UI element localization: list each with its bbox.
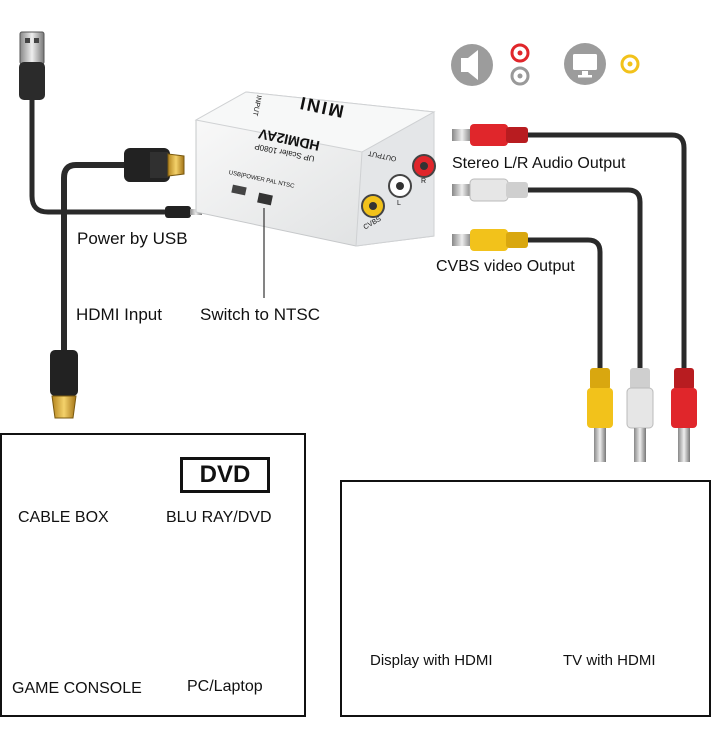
audio-output-label: Stereo L/R Audio Output (452, 155, 626, 172)
power-label: Power by USB (77, 229, 188, 248)
audio-red-cable (522, 132, 687, 373)
hdmi-input-label: HDMI Input (76, 305, 162, 324)
video-output-label: CVBS video Output (436, 258, 575, 275)
hdmi-cable (61, 162, 131, 353)
display-label: Display with HDMI (370, 652, 493, 669)
adapter-jack-l: L (397, 200, 401, 207)
adapter-jack-r: R (421, 178, 427, 185)
adapter-rca-jacks (361, 154, 436, 218)
rca-plug-red-h (452, 124, 528, 146)
cable-box-label: CABLE BOX (18, 509, 109, 526)
pc-label: PC/Laptop (187, 678, 263, 695)
dvd-logo: DVD (180, 457, 270, 493)
rca-plug-red-v (671, 368, 697, 462)
hdmi-plug-bottom (50, 350, 78, 419)
usb-cable (29, 95, 173, 215)
monitor-icon (564, 43, 606, 85)
rca-plug-white-v (626, 368, 654, 462)
outputs-panel (340, 480, 711, 717)
rca-plug-yellow-h (452, 229, 528, 251)
game-console-label: GAME CONSOLE (12, 680, 142, 697)
tv-label: TV with HDMI (563, 652, 656, 669)
audio-rca-icon (510, 43, 530, 86)
video-rca-icon (620, 54, 640, 74)
video-yellow-cable (522, 237, 603, 373)
usb-plug (19, 31, 45, 100)
dvd-label: BLU RAY/DVD (166, 509, 272, 526)
rca-plug-yellow-v (587, 368, 613, 462)
rca-plug-white-h (452, 178, 528, 202)
speaker-icon (451, 44, 493, 86)
sources-panel (0, 433, 306, 717)
switch-label: Switch to NTSC (200, 305, 320, 324)
audio-white-cable (522, 187, 643, 373)
hdmi-plug-top (124, 148, 185, 182)
